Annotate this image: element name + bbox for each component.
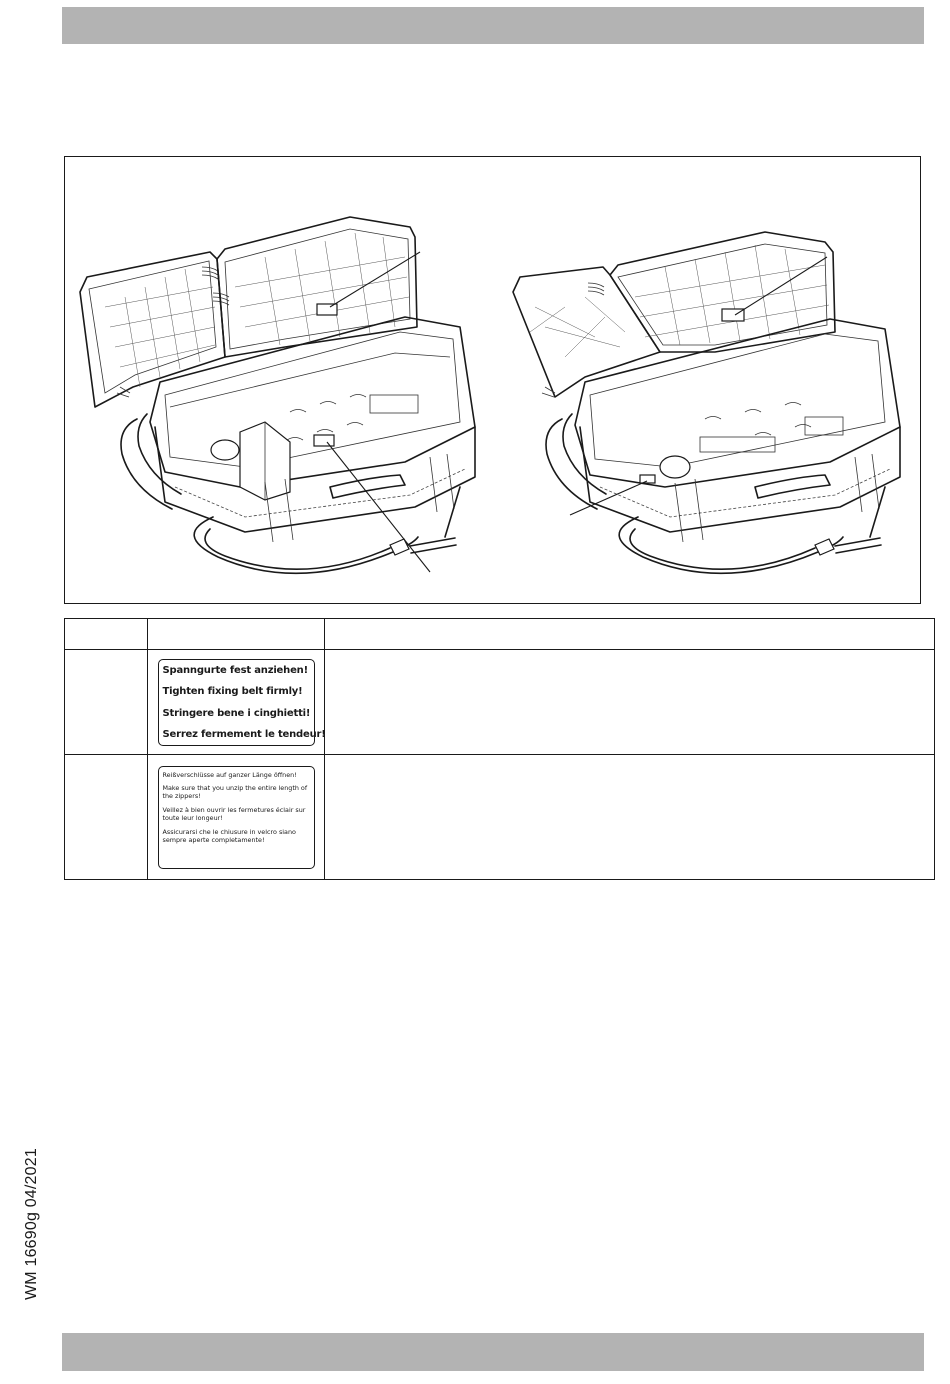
row-number-cell bbox=[64, 649, 148, 755]
carrying-bag-illustration bbox=[79, 216, 901, 575]
sticker-para-de: Reißverschlüsse auf ganzer Länge öffnen! bbox=[162, 770, 297, 779]
header-cell-3 bbox=[324, 618, 935, 650]
illustration-frame bbox=[64, 156, 921, 604]
belt-warning-sticker: Spanngurte fest anziehen! Tighten fixing… bbox=[157, 658, 326, 746]
table-row: Reißverschlüsse auf ganzer Länge öffnen!… bbox=[64, 754, 935, 880]
sticker-line-it: Stringere bene i cinghietti! bbox=[162, 707, 311, 719]
sticker-line-en: Tighten fixing belt firmly! bbox=[162, 686, 303, 698]
bag-left bbox=[79, 216, 476, 575]
header-bar bbox=[62, 7, 924, 44]
footer-bar bbox=[62, 1333, 924, 1371]
sticker-cell: Spanngurte fest anziehen! Tighten fixing… bbox=[147, 649, 326, 755]
sticker-para-fr: Veillez à bien ouvrir les fermetures écl… bbox=[162, 805, 306, 823]
header-cell-2 bbox=[147, 618, 325, 650]
sticker-line-fr: Serrez fermement le tendeur! bbox=[162, 729, 326, 741]
label-table: Spanngurte fest anziehen! Tighten fixing… bbox=[64, 618, 935, 880]
description-cell bbox=[324, 649, 935, 755]
table-row: Spanngurte fest anziehen! Tighten fixing… bbox=[64, 649, 935, 755]
sticker-cell: Reißverschlüsse auf ganzer Länge öffnen!… bbox=[147, 754, 325, 880]
bag-right bbox=[512, 231, 901, 575]
table-header-row bbox=[64, 618, 935, 650]
header-cell-1 bbox=[64, 618, 148, 650]
document-code: WM 16690g 04/2021 bbox=[23, 1148, 40, 1300]
sticker-para-it: Assicurarsi che le chiusure in velcro si… bbox=[162, 827, 296, 844]
sticker-para-en: Make sure that you unzip the entire leng… bbox=[162, 783, 308, 801]
row-number-cell bbox=[64, 754, 148, 880]
description-cell bbox=[324, 754, 935, 880]
zipper-warning-sticker: Reißverschlüsse auf ganzer Länge öffnen!… bbox=[157, 765, 315, 869]
sticker-line-de: Spanngurte fest anziehen! bbox=[162, 664, 309, 676]
